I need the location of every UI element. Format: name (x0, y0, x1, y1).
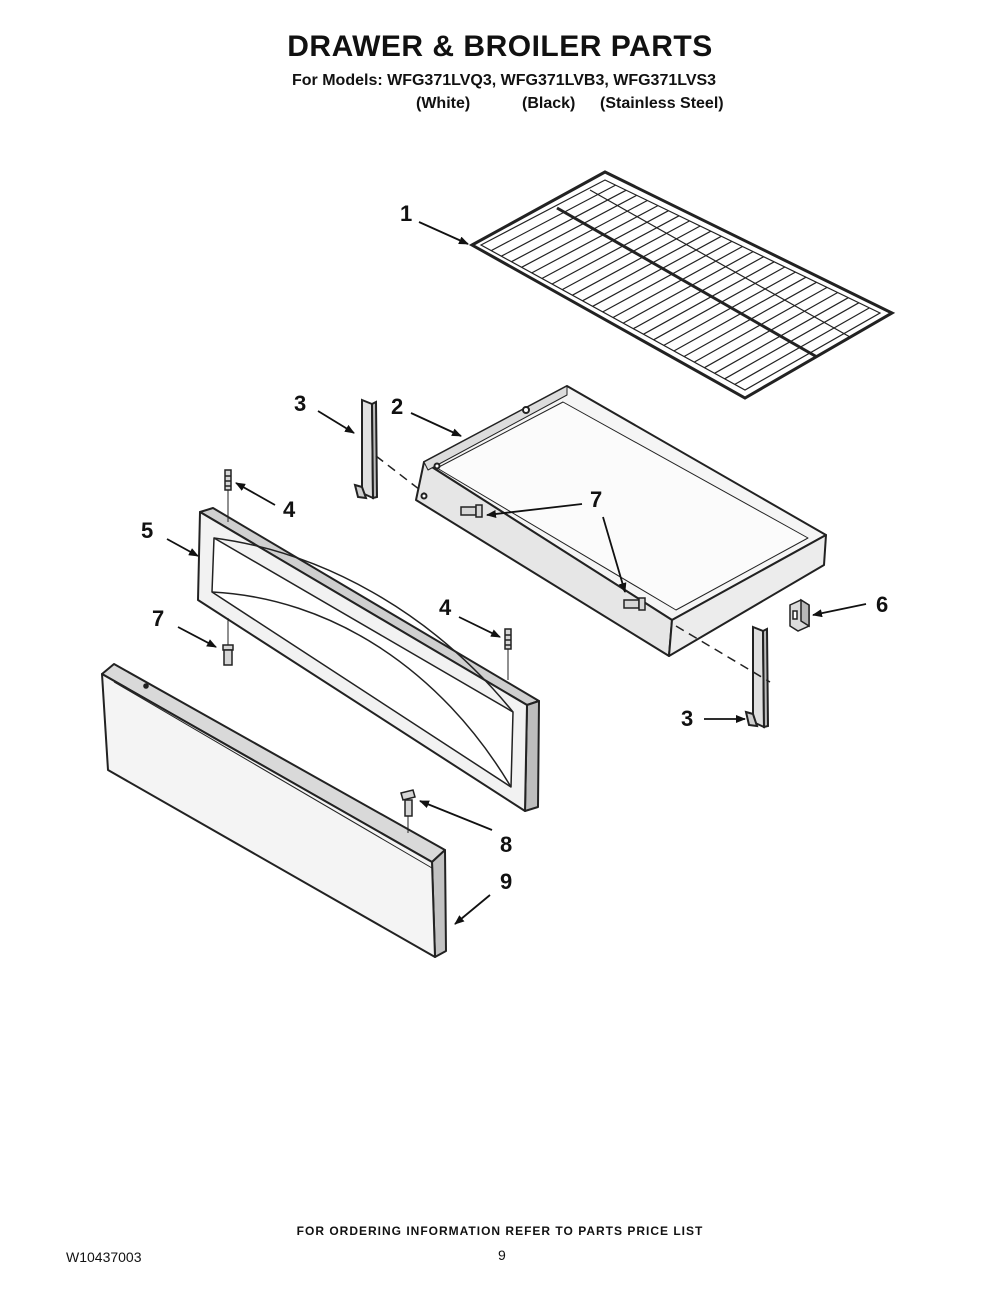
page-title: DRAWER & BROILER PARTS (287, 30, 713, 63)
document-number: W10437003 (66, 1249, 142, 1265)
callout-4-upper: 4 (283, 497, 296, 522)
callout-7-right: 7 (590, 487, 602, 512)
page-number: 9 (498, 1247, 506, 1263)
callout-5: 5 (141, 518, 153, 543)
screw-pan-front (623, 597, 646, 611)
outer-drawer-panel (101, 663, 447, 958)
screw-pan-side (460, 504, 483, 518)
variant-stainless: (Stainless Steel) (600, 95, 724, 112)
callout-2: 2 (391, 394, 403, 419)
leader-arrows (166, 221, 867, 925)
stud-upper (224, 469, 232, 522)
ordering-note: FOR ORDERING INFORMATION REFER TO PARTS … (296, 1224, 704, 1238)
callout-1: 1 (400, 201, 412, 226)
stud-lower (504, 628, 512, 680)
callout-7-left: 7 (152, 606, 164, 631)
screw-part-8 (400, 789, 416, 833)
callout-labels: 1 2 3 3 4 4 5 6 7 7 7 8 9 (141, 201, 888, 894)
drawer-slide-right (744, 625, 770, 729)
alignment-lines (375, 455, 771, 683)
drawer-pan (415, 385, 827, 657)
callout-8: 8 (500, 832, 512, 857)
drawer-slide-left (353, 398, 379, 500)
callout-3-upper: 3 (294, 391, 306, 416)
callout-4-lower: 4 (439, 595, 452, 620)
callout-9: 9 (500, 869, 512, 894)
variant-black: (Black) (522, 95, 576, 112)
drawer-clip (789, 598, 810, 632)
screw-left (222, 618, 234, 666)
variant-white: (White) (416, 95, 471, 112)
oven-rack (468, 170, 896, 400)
models-line: For Models: WFG371LVQ3, WFG371LVB3, WFG3… (292, 72, 717, 89)
drawer-front-panel (197, 507, 540, 812)
callout-6: 6 (876, 592, 888, 617)
callout-3-lower: 3 (681, 706, 693, 731)
